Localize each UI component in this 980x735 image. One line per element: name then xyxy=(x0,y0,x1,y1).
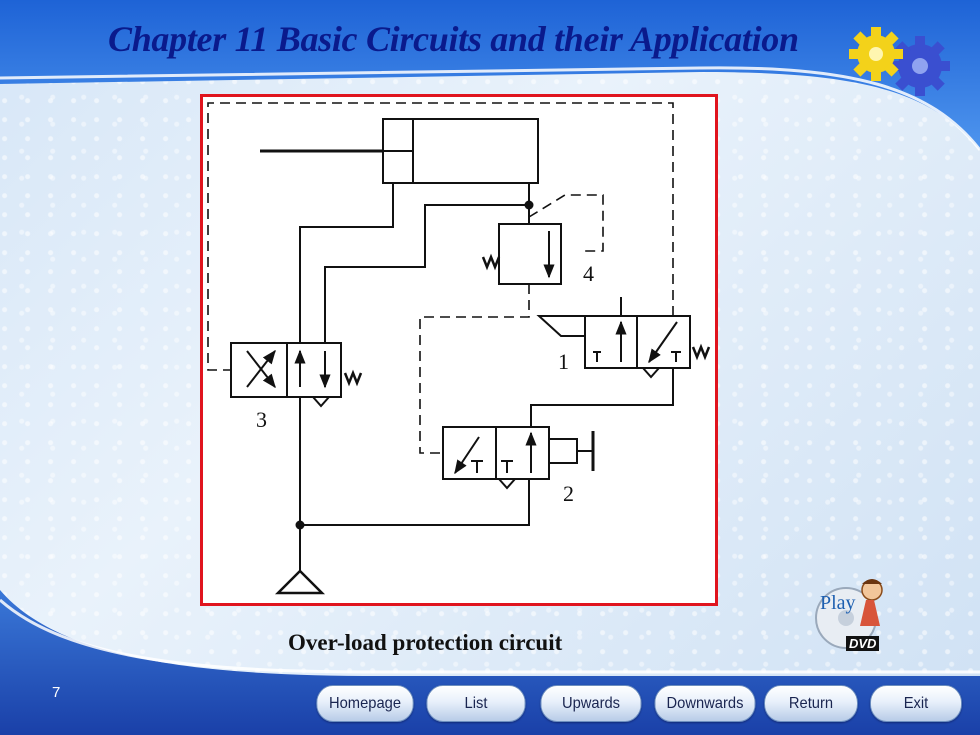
return-button[interactable]: Return xyxy=(764,685,858,722)
downwards-button[interactable]: Downwards xyxy=(654,685,756,722)
upwards-button[interactable]: Upwards xyxy=(540,685,642,722)
valve-2-label: 2 xyxy=(563,481,574,506)
exit-button[interactable]: Exit xyxy=(870,685,962,722)
gears-icon xyxy=(849,27,950,96)
overload-circuit-schematic: 4 1 3 2 xyxy=(207,102,711,595)
dvd-label: DVD xyxy=(846,636,880,651)
valve-4 xyxy=(498,223,562,285)
tank-symbol xyxy=(274,569,326,595)
valve-4-label: 4 xyxy=(583,261,594,286)
slide-title: Chapter 11 Basic Circuits and their Appl… xyxy=(108,19,799,59)
list-button[interactable]: List xyxy=(426,685,526,722)
play-dvd-button[interactable]: Play DVD xyxy=(806,570,896,665)
page-number: 7 xyxy=(52,684,61,701)
circuit-diagram: 4 1 3 2 xyxy=(200,94,718,606)
diagram-caption: Over-load protection circuit xyxy=(288,630,563,655)
valve-1-label: 1 xyxy=(558,349,569,374)
valve-3-label: 3 xyxy=(256,407,267,432)
play-dvd-icon xyxy=(815,579,883,649)
homepage-button[interactable]: Homepage xyxy=(316,685,414,722)
play-label: Play xyxy=(820,592,856,614)
